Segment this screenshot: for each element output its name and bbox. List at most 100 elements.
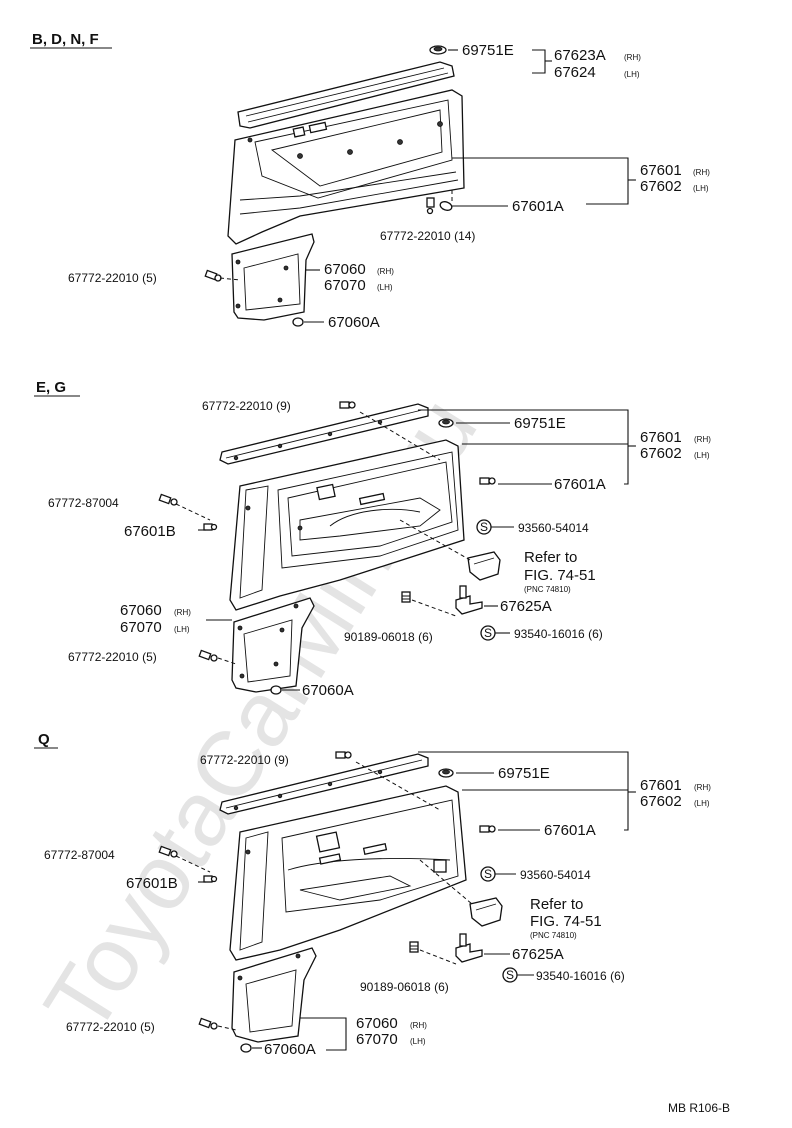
label-67060a: 67060A: [302, 682, 354, 699]
label-67772-22010-5: 67772-22010 (5): [66, 1020, 155, 1034]
section-bdnf: B, D, N, F: [30, 31, 710, 331]
window-molding: [219, 403, 429, 465]
label-69751e: 69751E: [514, 415, 566, 432]
washer-s-icon: S: [480, 625, 496, 641]
inside-handle: [469, 897, 503, 927]
section-title: E, G: [36, 379, 66, 396]
clip-icon: [438, 768, 454, 778]
label-67601a: 67601A: [544, 822, 596, 839]
label-67070: 67070: [356, 1031, 398, 1048]
label-refer-fig: FIG. 74-51: [524, 567, 596, 584]
label-67602-sub: (LH): [694, 799, 710, 808]
door-trim-panel: [227, 89, 465, 245]
label-67623a-sub: (RH): [624, 53, 641, 62]
label-67624-sub: (LH): [624, 70, 640, 79]
label-67601-sub: (RH): [693, 168, 710, 177]
clip-icon: [438, 418, 454, 428]
clip-icon: [240, 1043, 252, 1053]
svg-text:S: S: [480, 520, 488, 534]
window-molding: [219, 753, 429, 815]
label-90189-06018: 90189-06018 (6): [360, 980, 449, 994]
label-93560-54014: 93560-54014: [518, 521, 589, 535]
clip-icon: [203, 875, 218, 883]
label-67625a: 67625A: [512, 946, 564, 963]
label-67602: 67602: [640, 445, 682, 462]
window-molding: [237, 61, 455, 129]
label-67060-sub: (RH): [377, 267, 394, 276]
clip-icon: [270, 685, 282, 695]
clip-icon: [203, 523, 218, 531]
screw-icon: [479, 477, 496, 485]
label-67060: 67060: [120, 602, 162, 619]
label-67601: 67601: [640, 162, 682, 179]
label-67624: 67624: [554, 64, 596, 81]
figure-code: MB R106-B: [668, 1101, 730, 1115]
svg-text:S: S: [506, 968, 514, 982]
label-67772-22010-14: 67772-22010 (14): [380, 229, 475, 243]
label-67602-sub: (LH): [693, 184, 709, 193]
section-title: Q: [38, 731, 50, 748]
label-67060-sub: (RH): [174, 608, 191, 617]
screw-icon: [198, 1017, 218, 1030]
screw-icon: [198, 649, 218, 662]
washer-s-icon: S: [476, 519, 492, 535]
label-67601: 67601: [640, 429, 682, 446]
washer-s-icon: S: [480, 866, 496, 882]
lower-trim-panel: [231, 597, 315, 693]
label-67602: 67602: [640, 178, 682, 195]
label-67060a: 67060A: [328, 314, 380, 331]
inside-handle: [467, 551, 501, 581]
label-67060: 67060: [324, 261, 366, 278]
screw-icon: [339, 401, 356, 409]
label-67601-sub: (RH): [694, 783, 711, 792]
label-refer-pnc: (PNC 74810): [530, 931, 577, 940]
label-67772-22010-9: 67772-22010 (9): [202, 399, 291, 413]
bolt-icon: [401, 591, 411, 603]
section-title: B, D, N, F: [32, 31, 99, 48]
label-67070-sub: (LH): [174, 625, 190, 634]
screw-icon: [426, 197, 435, 215]
label-67060a: 67060A: [264, 1041, 316, 1058]
section-q: Q: [34, 731, 711, 1058]
clip-icon: [292, 317, 304, 327]
label-67772-87004: 67772-87004: [48, 496, 119, 510]
clip-icon: [429, 45, 447, 55]
label-67602-sub: (LH): [694, 451, 710, 460]
label-67601b: 67601B: [126, 875, 178, 892]
door-trim-panel: [229, 785, 467, 961]
washer-s-icon: S: [502, 967, 518, 983]
label-93560-54014: 93560-54014: [520, 868, 591, 882]
section-eg: E, G: [34, 379, 711, 699]
label-refer-fig: FIG. 74-51: [530, 913, 602, 930]
svg-text:S: S: [484, 626, 492, 640]
screw-icon: [479, 825, 496, 833]
label-67601: 67601: [640, 777, 682, 794]
label-67070: 67070: [120, 619, 162, 636]
label-67601a: 67601A: [554, 476, 606, 493]
label-67070-sub: (LH): [377, 283, 393, 292]
label-69751e: 69751E: [498, 765, 550, 782]
label-67772-87004: 67772-87004: [44, 848, 115, 862]
handle-bracket: [455, 585, 483, 615]
label-67060-sub: (RH): [410, 1021, 427, 1030]
door-trim-panel: [229, 439, 465, 611]
svg-text:S: S: [484, 867, 492, 881]
lower-trim-panel: [231, 947, 317, 1043]
label-67070: 67070: [324, 277, 366, 294]
label-67625a: 67625A: [500, 598, 552, 615]
label-93540-16016: 93540-16016 (6): [514, 627, 603, 641]
label-refer-to: Refer to: [524, 549, 577, 566]
label-67772-22010-5: 67772-22010 (5): [68, 650, 157, 664]
label-67602: 67602: [640, 793, 682, 810]
label-67601b: 67601B: [124, 523, 176, 540]
label-67623a: 67623A: [554, 47, 606, 64]
label-67601-sub: (RH): [694, 435, 711, 444]
screw-icon: [335, 751, 352, 759]
label-67772-22010-5: 67772-22010 (5): [68, 271, 157, 285]
label-refer-pnc: (PNC 74810): [524, 585, 571, 594]
screw-icon: [158, 493, 178, 506]
label-67772-22010-9: 67772-22010 (9): [200, 753, 289, 767]
clip-icon: [439, 201, 453, 211]
label-93540-16016: 93540-16016 (6): [536, 969, 625, 983]
